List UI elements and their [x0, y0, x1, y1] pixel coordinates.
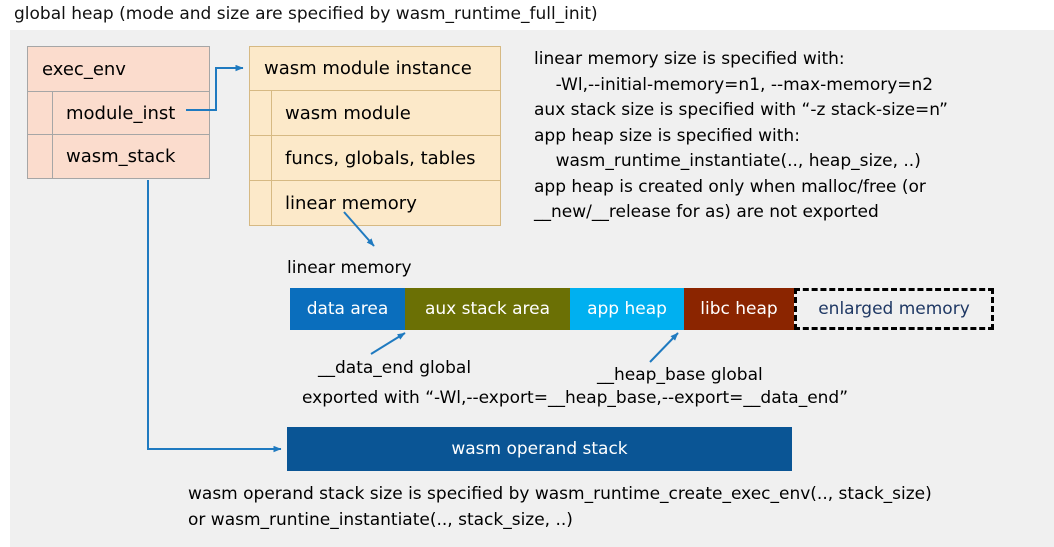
- wasm-operand-stack-label: wasm operand stack: [451, 439, 628, 459]
- row-gutter: [250, 181, 272, 226]
- annotation-heap-base: __heap_base global: [597, 365, 763, 385]
- row-label: wasm module: [285, 102, 411, 124]
- row-label: linear memory: [285, 193, 417, 214]
- memory-segment-libc-heap: libc heap: [684, 288, 794, 330]
- exec-env-row-wasm-stack: wasm_stack: [28, 135, 209, 178]
- row-wasm-module: wasm module: [250, 91, 500, 136]
- wasm-module-instance-header: wasm module instance: [250, 47, 500, 91]
- wasm-operand-stack-box: wasm operand stack: [287, 427, 792, 471]
- wasm-module-instance-rows: wasm module funcs, globals, tables linea…: [250, 91, 500, 226]
- row-label: module_inst: [66, 102, 176, 124]
- annotation-exported-with: exported with “-Wl,--export=__heap_base,…: [302, 388, 849, 408]
- row-gutter: [250, 91, 272, 135]
- row-funcs-globals-tables: funcs, globals, tables: [250, 136, 500, 181]
- operand-stack-note: wasm operand stack size is specified by …: [188, 484, 932, 530]
- memory-segment-aux-stack-area: aux stack area: [405, 288, 570, 330]
- wasm-module-instance-box: wasm module instance wasm module funcs, …: [249, 46, 501, 226]
- linear-memory-note: linear memory size is specified with: -W…: [534, 49, 948, 222]
- row-linear-memory: linear memory: [250, 181, 500, 226]
- memory-segment-app-heap: app heap: [570, 288, 684, 330]
- exec-env-row-module-inst: module_inst: [28, 92, 209, 135]
- exec-env-rows: module_inst wasm_stack: [28, 92, 209, 178]
- exec-env-header: exec_env: [28, 47, 209, 92]
- exec-env-box: exec_env module_inst wasm_stack: [27, 46, 210, 179]
- linear-memory-caption: linear memory: [287, 258, 412, 278]
- row-gutter: [28, 92, 53, 134]
- memory-segment-enlarged-memory: enlarged memory: [794, 288, 994, 330]
- page-title: global heap (mode and size are specified…: [14, 4, 598, 24]
- row-gutter: [250, 136, 272, 180]
- row-label: wasm_stack: [66, 146, 176, 167]
- row-gutter: [28, 135, 53, 178]
- row-label: funcs, globals, tables: [285, 147, 476, 169]
- memory-segment-data-area: data area: [290, 288, 405, 330]
- annotation-data-end: __data_end global: [318, 358, 472, 378]
